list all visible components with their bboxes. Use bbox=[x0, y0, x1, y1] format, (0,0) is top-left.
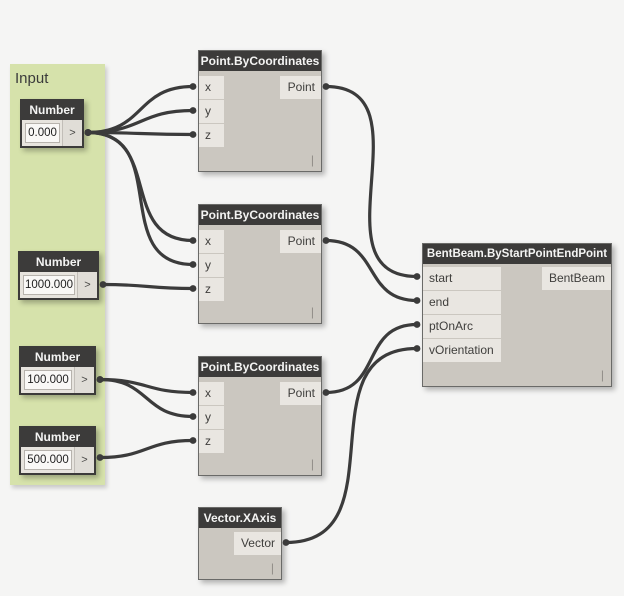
input-port-z[interactable]: z bbox=[199, 430, 224, 453]
input-ports: start end ptOnArc vOrientation bbox=[423, 267, 501, 363]
node-title[interactable]: Number bbox=[21, 428, 94, 447]
point-bycoordinates-node-3[interactable]: Point.ByCoordinates x y z Point | bbox=[198, 356, 322, 476]
bentbeam-node[interactable]: BentBeam.ByStartPointEndPoint start end … bbox=[422, 243, 612, 387]
input-port-x[interactable]: x bbox=[199, 230, 224, 253]
lacing-indicator[interactable]: | bbox=[310, 305, 314, 319]
port-connection-nub bbox=[413, 345, 421, 352]
port-connection-nub bbox=[413, 297, 421, 304]
input-port-z[interactable]: z bbox=[199, 278, 224, 301]
node-title[interactable]: Number bbox=[21, 348, 94, 367]
lacing-indicator[interactable]: | bbox=[600, 368, 604, 382]
expand-button[interactable]: > bbox=[77, 272, 97, 298]
node-title[interactable]: Point.ByCoordinates bbox=[199, 205, 321, 225]
port-connection-nub bbox=[413, 321, 421, 328]
vector-xaxis-node[interactable]: Vector.XAxis Vector | bbox=[198, 507, 282, 580]
port-connection-nub bbox=[189, 437, 197, 444]
port-connection-nub bbox=[189, 389, 197, 396]
port-connection-nub bbox=[322, 237, 330, 244]
wire-connector bbox=[325, 238, 418, 303]
node-title[interactable]: Point.ByCoordinates bbox=[199, 357, 321, 377]
input-port-y[interactable]: y bbox=[199, 406, 224, 429]
number-value-input[interactable]: 0.000 bbox=[25, 123, 60, 143]
port-connection-nub bbox=[413, 273, 421, 280]
port-connection-nub bbox=[189, 237, 197, 244]
number-node-body: 0.000 > bbox=[22, 120, 82, 146]
input-ports: x y z bbox=[199, 382, 224, 454]
node-title[interactable]: BentBeam.ByStartPointEndPoint bbox=[423, 244, 611, 264]
input-ports: x y z bbox=[199, 230, 224, 302]
input-port-x[interactable]: x bbox=[199, 382, 224, 405]
input-port-start[interactable]: start bbox=[423, 267, 501, 290]
wire-connector bbox=[325, 84, 418, 279]
group-label: Input bbox=[15, 70, 49, 87]
node-title[interactable]: Number bbox=[20, 253, 97, 272]
input-port-x[interactable]: x bbox=[199, 76, 224, 99]
wire-connector bbox=[99, 377, 194, 395]
input-port-ptonarc[interactable]: ptOnArc bbox=[423, 315, 501, 338]
number-value-input[interactable]: 500.000 bbox=[24, 450, 72, 470]
input-port-y[interactable]: y bbox=[199, 100, 224, 123]
number-node-body: 100.000 > bbox=[21, 367, 94, 393]
wire-connector bbox=[325, 322, 418, 395]
node-title[interactable]: Number bbox=[22, 101, 82, 120]
lacing-indicator[interactable]: | bbox=[310, 457, 314, 471]
input-port-vorientation[interactable]: vOrientation bbox=[423, 339, 501, 362]
port-connection-nub bbox=[189, 285, 197, 292]
port-connection-nub bbox=[322, 83, 330, 90]
wire-connector bbox=[102, 282, 194, 291]
number-node-3[interactable]: Number 100.000 > bbox=[19, 346, 96, 395]
output-port-point[interactable]: Point bbox=[280, 230, 321, 253]
output-ports: Point bbox=[280, 230, 321, 302]
number-value-input[interactable]: 1000.000 bbox=[23, 275, 75, 295]
number-node-2[interactable]: Number 1000.000 > bbox=[18, 251, 99, 300]
number-node-body: 1000.000 > bbox=[20, 272, 97, 298]
output-port-point[interactable]: Point bbox=[280, 76, 321, 99]
port-connection-nub bbox=[189, 413, 197, 420]
input-port-z[interactable]: z bbox=[199, 124, 224, 147]
expand-button[interactable]: > bbox=[62, 120, 82, 146]
output-port-point[interactable]: Point bbox=[280, 382, 321, 405]
lacing-indicator[interactable]: | bbox=[310, 153, 314, 167]
node-title[interactable]: Point.ByCoordinates bbox=[199, 51, 321, 71]
port-connection-nub bbox=[322, 389, 330, 396]
number-node-1[interactable]: Number 0.000 > bbox=[20, 99, 84, 148]
expand-button[interactable]: > bbox=[74, 367, 94, 393]
wire-connector bbox=[99, 438, 194, 460]
point-bycoordinates-node-1[interactable]: Point.ByCoordinates x y z Point | bbox=[198, 50, 322, 172]
port-connection-nub bbox=[189, 107, 197, 114]
expand-button[interactable]: > bbox=[74, 447, 94, 473]
point-bycoordinates-node-2[interactable]: Point.ByCoordinates x y z Point | bbox=[198, 204, 322, 324]
port-connection-nub bbox=[189, 131, 197, 138]
port-connection-nub bbox=[189, 83, 197, 90]
output-ports: Point bbox=[280, 76, 321, 148]
input-ports: x y z bbox=[199, 76, 224, 148]
port-connection-nub bbox=[189, 261, 197, 268]
output-ports: Point bbox=[280, 382, 321, 454]
port-connection-nub bbox=[282, 539, 290, 546]
node-title[interactable]: Vector.XAxis bbox=[199, 508, 281, 528]
output-port-vector[interactable]: Vector bbox=[234, 532, 281, 555]
wire-connector bbox=[99, 377, 194, 419]
input-port-y[interactable]: y bbox=[199, 254, 224, 277]
number-node-4[interactable]: Number 500.000 > bbox=[19, 426, 96, 475]
number-node-body: 500.000 > bbox=[21, 447, 94, 473]
number-value-input[interactable]: 100.000 bbox=[24, 370, 72, 390]
lacing-indicator[interactable]: | bbox=[270, 561, 274, 575]
input-port-end[interactable]: end bbox=[423, 291, 501, 314]
output-ports: Vector bbox=[234, 532, 281, 556]
output-port-bentbeam[interactable]: BentBeam bbox=[542, 267, 611, 290]
output-ports: BentBeam bbox=[542, 267, 611, 363]
